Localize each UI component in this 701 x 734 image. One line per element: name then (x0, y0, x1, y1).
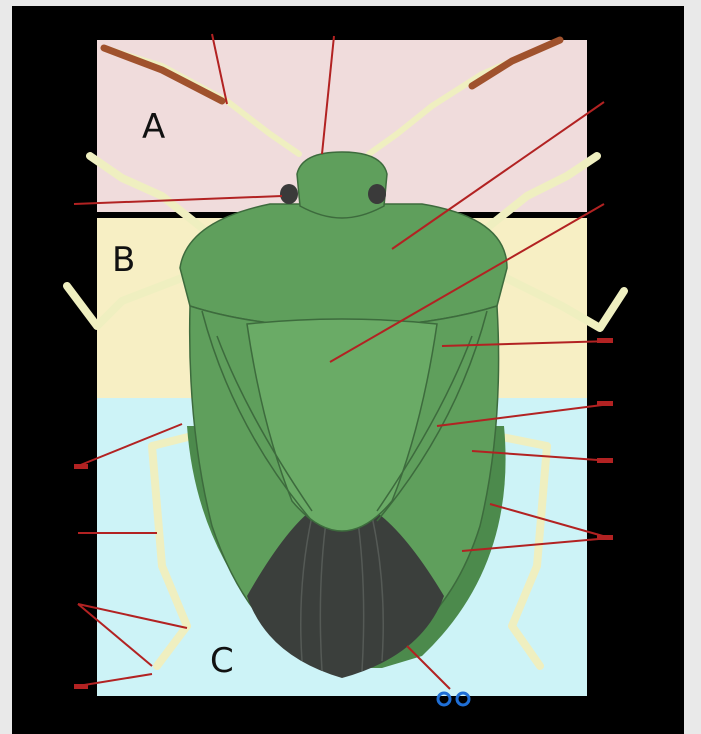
pronotum (180, 204, 507, 328)
region-letter-b: B (112, 240, 135, 280)
right-eye (368, 184, 386, 204)
stink-bug-diagram: A B C (12, 6, 684, 734)
left-eye (280, 184, 298, 204)
diagram-frame: A B C (12, 6, 684, 734)
region-letter-a: A (142, 107, 165, 147)
region-letter-c: C (210, 641, 234, 681)
